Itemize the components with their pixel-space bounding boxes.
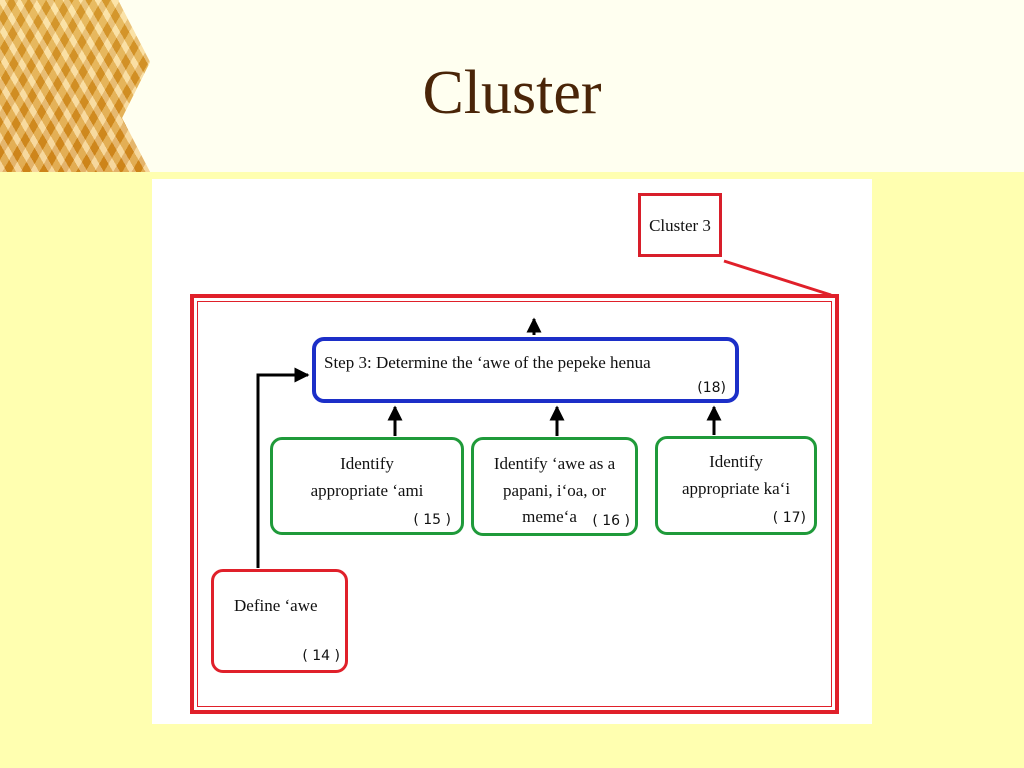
task-box-16: Identify ‘awe as a papani, i‘oa, or meme… [471,437,638,536]
define-awe-box: Define ‘awe ( 14 ) [211,569,348,673]
step-3-number: (18) [697,380,726,396]
cluster-label: Cluster 3 [638,193,722,257]
task-16-line-3: meme‘a [522,507,577,526]
cluster-frame [190,294,839,714]
task-15-number: ( 15 ) [413,512,451,528]
task-17-line-1: Identify [709,452,763,471]
woven-pattern-decoration [0,0,150,172]
task-15-line-1: Identify [340,454,394,473]
step-3-label: Step 3: Determine the ‘awe of the pepeke… [324,353,651,372]
task-16-line-2: papani, i‘oa, or [503,481,606,500]
task-16-line-1: Identify ‘awe as a [493,454,616,473]
task-box-15: Identify appropriate ‘ami ( 15 ) [270,437,464,535]
diagram-arrows [256,259,832,568]
task-15-line-2: appropriate ‘ami [310,481,424,500]
task-box-17: Identify appropriate ka‘i ( 17) [655,436,817,535]
define-awe-label: Define ‘awe [234,596,318,615]
diagram-panel: Cluster 3 Step 3: Determine the ‘awe of … [152,179,872,724]
task-17-line-2: appropriate ka‘i [681,479,791,498]
task-16-number: ( 16 ) [592,513,630,529]
task-17-number: ( 17) [772,510,806,526]
define-awe-number: ( 14 ) [302,648,340,664]
cluster-label-connector [723,259,832,297]
arrow-14-to-18 [256,367,310,568]
slide-title: Cluster [422,59,602,127]
step-3-box: Step 3: Determine the ‘awe of the pepeke… [312,337,739,403]
slide-header: Cluster [0,0,1024,172]
